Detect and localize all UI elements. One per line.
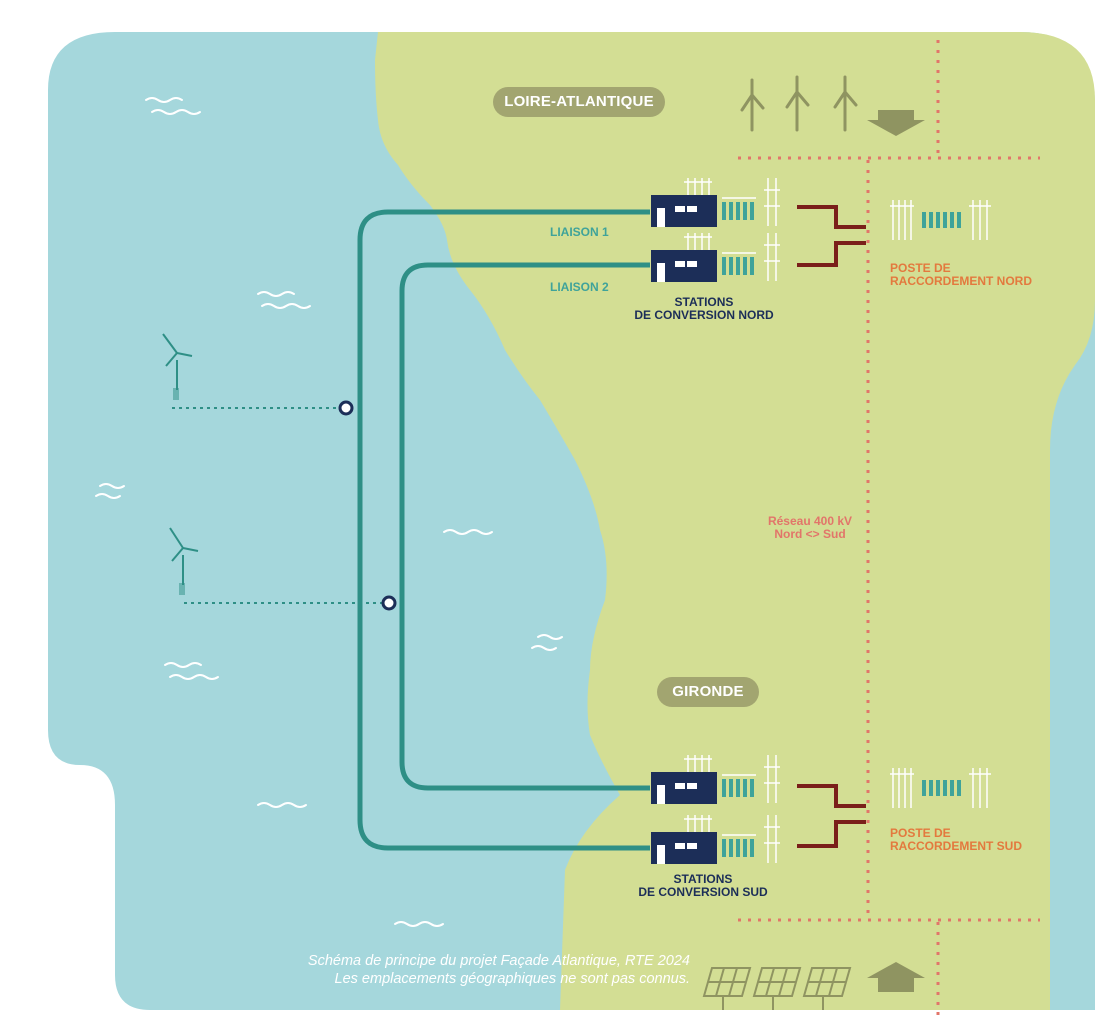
substation-north-line-1: POSTE DE [890,261,951,275]
caption: Schéma de principe du projet Façade Atla… [170,952,690,988]
region-label-south: GIRONDE [657,677,759,707]
pylon-icon [684,233,712,250]
stations-south-line-1: STATIONS [673,872,733,886]
converter-station-north-2 [651,233,780,282]
link-2-cable [399,262,650,791]
wind-turbine-icon [740,78,765,132]
ac-connections [797,205,866,848]
stations-north-line-1: STATIONS [674,295,734,309]
up-arrow-icon [867,962,925,992]
caption-line-2: Les emplacements géographiques ne sont p… [334,971,690,987]
wind-turbine-icon [833,75,858,132]
link-2-label: LIAISON 2 [550,280,609,294]
junction-node-north [338,400,354,416]
grid-label-line-2: Nord <> Sud [774,527,846,541]
substation-north-label: POSTE DE RACCORDEMENT NORD [890,262,1032,288]
substation-south-line-2: RACCORDEMENT SUD [890,839,1022,853]
substation-north-line-2: RACCORDEMENT NORD [890,274,1032,288]
wind-turbine-icon [785,75,810,132]
converter-station-south-2 [651,815,780,864]
grid-label-line-1: Réseau 400 kV [767,514,853,528]
link-1-cable [357,209,650,851]
stations-north-line-2: DE CONVERSION NORD [634,308,774,322]
substation-south-label: POSTE DE RACCORDEMENT SUD [890,827,1022,853]
pylon-icon [684,815,712,832]
wind-turbine-icon [162,333,193,400]
substation-north [890,200,991,240]
caption-line-1: Schéma de principe du projet Façade Atla… [307,953,690,969]
pylon-icon [684,178,712,195]
wind-turbine-icon [169,527,199,595]
region-label-north: LOIRE-ATLANTIQUE [493,87,665,117]
stations-south-line-2: DE CONVERSION SUD [638,885,768,899]
converter-station-north-1 [651,178,780,227]
pylon-icon [684,755,712,772]
solar-panel-icon [702,967,752,1010]
stations-south-label: STATIONS DE CONVERSION SUD [628,873,778,899]
grid-label: Réseau 400 kV Nord <> Sud [755,515,865,541]
solar-panel-icon [752,967,802,1010]
waves [95,97,563,927]
substation-south [890,768,991,808]
solar-panels [702,967,852,1010]
junction-nodes [338,400,397,611]
solar-panel-icon [802,967,852,1010]
down-arrow-icon [867,110,925,136]
grid-network [738,40,1040,1015]
junction-node-south [381,595,397,611]
substation-south-line-1: POSTE DE [890,826,951,840]
onshore-wind-turbines [740,75,858,132]
offshore-cables [172,407,382,604]
hvdc-links [357,209,650,851]
land-area [375,32,1095,1010]
stations-north-label: STATIONS DE CONVERSION NORD [624,296,784,322]
link-1-label: LIAISON 1 [550,225,609,239]
converter-station-south-1 [651,755,780,804]
